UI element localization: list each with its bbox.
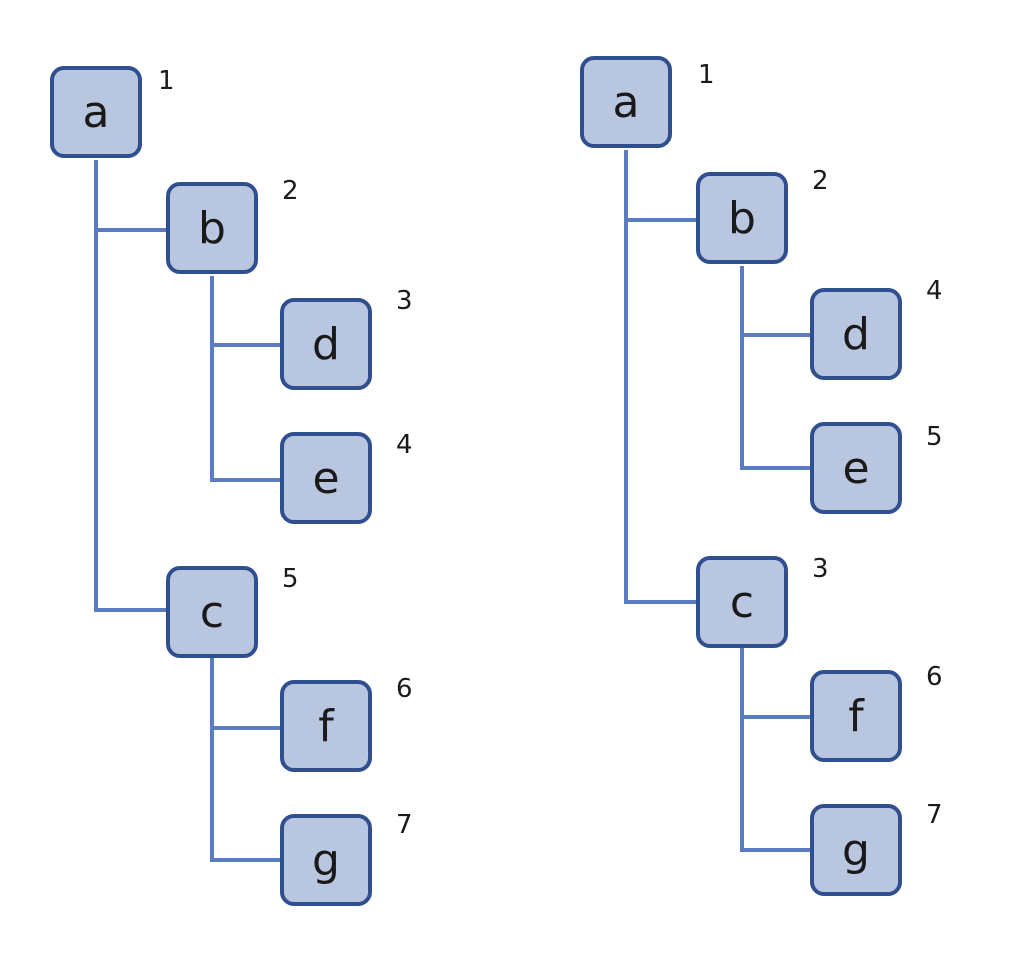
right-order-c: 3	[812, 554, 829, 584]
right-order-d: 4	[926, 276, 943, 306]
left-node-c: c	[166, 566, 258, 658]
connector-left-b-d-e	[210, 276, 280, 482]
right-order-b: 2	[812, 166, 829, 196]
right-node-d: d	[810, 288, 902, 380]
right-order-a: 1	[698, 60, 715, 90]
left-node-b: b	[166, 182, 258, 274]
right-order-f: 6	[926, 662, 943, 692]
right-node-g: g	[810, 804, 902, 896]
connector-right-b-d-e	[740, 266, 810, 470]
connector-left-c-f-g	[210, 656, 280, 862]
left-node-a: a	[50, 66, 142, 158]
left-node-e: e	[280, 432, 372, 524]
connector-right-a-b-c	[624, 150, 696, 604]
left-order-b: 2	[282, 176, 299, 206]
right-node-e: e	[810, 422, 902, 514]
left-node-f: f	[280, 680, 372, 772]
right-node-c: c	[696, 556, 788, 648]
connector-left-a-b-c	[94, 160, 166, 612]
left-order-c: 5	[282, 564, 299, 594]
right-order-g: 7	[926, 800, 943, 830]
connector-right-c-f-g	[740, 648, 810, 852]
left-order-a: 1	[158, 66, 175, 96]
left-order-e: 4	[396, 430, 413, 460]
right-node-a: a	[580, 56, 672, 148]
left-order-d: 3	[396, 286, 413, 316]
left-node-g: g	[280, 814, 372, 906]
left-order-f: 6	[396, 674, 413, 704]
right-node-b: b	[696, 172, 788, 264]
left-order-g: 7	[396, 810, 413, 840]
left-node-d: d	[280, 298, 372, 390]
right-order-e: 5	[926, 422, 943, 452]
right-node-f: f	[810, 670, 902, 762]
